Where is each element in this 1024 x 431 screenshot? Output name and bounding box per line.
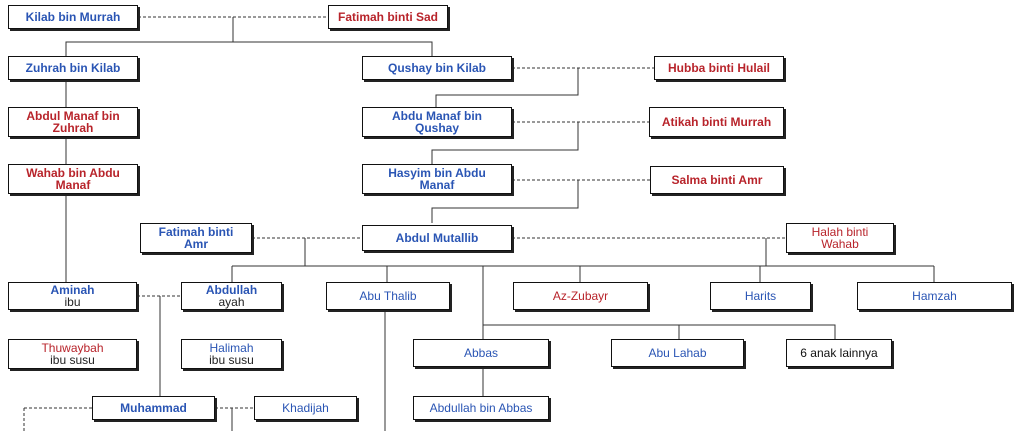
connector-line <box>233 41 433 56</box>
person-zuhrah-bin-kilab: Zuhrah bin Kilab <box>8 56 138 80</box>
person-abdul-manaf-bin-zuhrah: Abdul Manaf bin Zuhrah <box>8 107 138 137</box>
person-halimah: Halimah ibu susu <box>181 339 282 369</box>
person-abu-lahab: Abu Lahab <box>611 339 744 367</box>
connector-line <box>65 17 234 56</box>
person-name: Kilab bin Murrah <box>25 10 121 24</box>
person-name: Fatimah binti Amr <box>158 225 234 251</box>
person-name: Khadijah <box>282 401 329 415</box>
person-fatimah-binti-amr: Fatimah binti Amr <box>140 223 252 253</box>
person-atikah-binti-murrah: Atikah binti Murrah <box>649 107 784 137</box>
person-name: Halah binti Wahab <box>811 225 869 251</box>
person-az-zubayr: Az-Zubayr <box>513 282 648 310</box>
person-role: ibu susu <box>50 353 95 367</box>
person-name: 6 anak lainnya <box>800 346 878 360</box>
person-name: Wahab bin Abdu Manaf <box>26 166 120 192</box>
person-name: Muhammad <box>120 401 187 415</box>
connector-line <box>482 266 836 339</box>
person-name: Abbas <box>463 346 499 360</box>
person-role: ibu susu <box>209 353 254 367</box>
person-abdullah-bin-abbas: Abdullah bin Abbas <box>413 396 549 420</box>
person-abdu-manaf-bin-qushay: Abdu Manaf bin Qushay <box>362 107 512 137</box>
person-name: Salma binti Amr <box>671 173 763 187</box>
person-name: Aminah <box>50 283 95 297</box>
person-name: Abdu Manaf bin Qushay <box>392 109 482 135</box>
person-name: Thuwaybah <box>41 341 104 355</box>
person-name: Hasyim bin Abdu Manaf <box>388 166 486 192</box>
person-name: Atikah binti Murrah <box>661 115 772 129</box>
person-name: Abdul Mutallib <box>395 231 479 245</box>
person-muhammad: Muhammad <box>92 396 215 420</box>
person-harits: Harits <box>710 282 811 310</box>
person-salma-binti-amr: Salma binti Amr <box>650 166 784 194</box>
person-6-anak-lainnya: 6 anak lainnya <box>786 339 892 367</box>
connector-line <box>431 180 579 223</box>
connector-line <box>431 122 579 164</box>
person-name: Hamzah <box>912 289 957 303</box>
person-name: Az-Zubayr <box>552 289 609 303</box>
person-halah-binti-wahab: Halah binti Wahab <box>786 223 894 253</box>
person-thuwaybah: Thuwaybah ibu susu <box>8 339 137 369</box>
person-name: Abu Thalib <box>359 289 417 303</box>
person-name: Fatimah binti Sad <box>337 10 438 24</box>
person-aminah: Aminah ibu <box>8 282 137 310</box>
person-name: Abdul Manaf bin Zuhrah <box>26 109 120 135</box>
person-hamzah: Hamzah <box>857 282 1012 310</box>
person-name: Abdullah bin Abbas <box>429 401 533 415</box>
person-abdullah: Abdullah ayah <box>181 282 282 310</box>
person-fatimah-binti-sad: Fatimah binti Sad <box>328 5 448 29</box>
person-name: Qushay bin Kilab <box>387 61 486 75</box>
person-name: Hubba binti Hulail <box>668 61 770 75</box>
person-abu-thalib: Abu Thalib <box>326 282 450 310</box>
person-abbas: Abbas <box>413 339 549 367</box>
person-role: ayah <box>218 295 245 309</box>
person-name: Abdullah <box>205 283 258 297</box>
person-name: Zuhrah bin Kilab <box>25 61 121 75</box>
person-name: Harits <box>744 289 777 303</box>
person-hubba-binti-hulail: Hubba binti Hulail <box>654 56 784 80</box>
person-wahab-bin-abdu-manaf: Wahab bin Abdu Manaf <box>8 164 138 194</box>
person-kilab-bin-murrah: Kilab bin Murrah <box>8 5 138 29</box>
person-name: Halimah <box>209 341 254 355</box>
person-name: Abu Lahab <box>648 346 707 360</box>
person-hasyim-bin-abdu-manaf: Hasyim bin Abdu Manaf <box>362 164 512 194</box>
connector-line <box>435 68 579 107</box>
person-khadijah: Khadijah <box>254 396 357 420</box>
person-abdul-mutallib: Abdul Mutallib <box>362 225 512 251</box>
person-role: ibu <box>64 295 81 309</box>
person-qushay-bin-kilab: Qushay bin Kilab <box>362 56 512 80</box>
